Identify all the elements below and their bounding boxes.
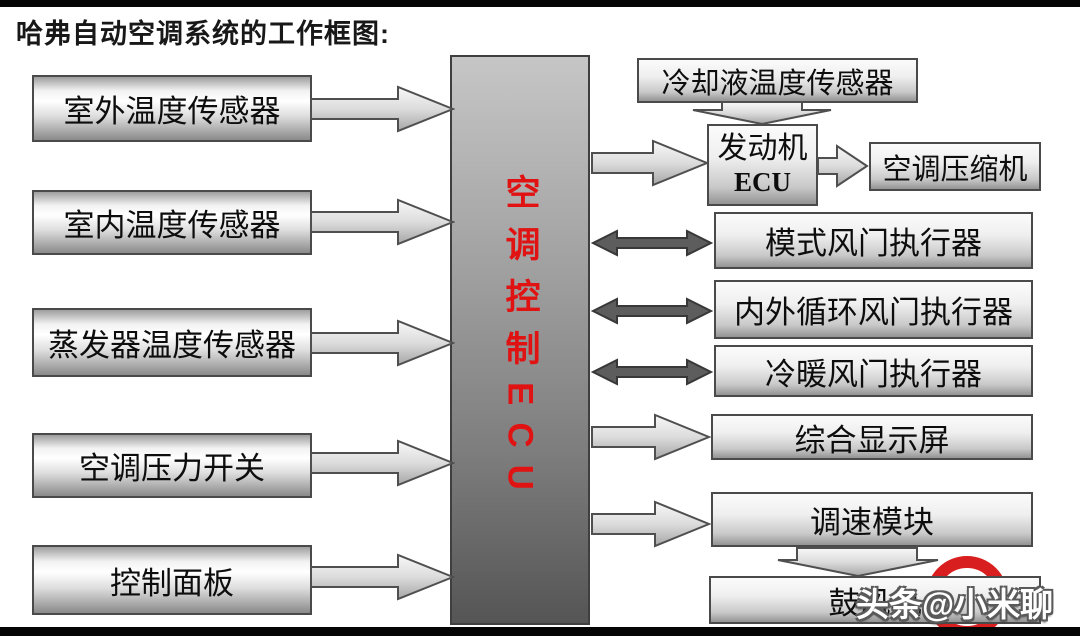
arrow-right-icon bbox=[310, 85, 455, 133]
coolant-temp-sensor-label: 冷却液温度传感器 bbox=[661, 67, 894, 100]
arrow-double-icon bbox=[591, 358, 713, 386]
arrow-double-icon bbox=[591, 297, 713, 325]
input-label: 蒸发器温度传感器 bbox=[48, 328, 296, 363]
actuator-label: 模式风门执行器 bbox=[765, 226, 982, 261]
output-label: 鼓风机 bbox=[828, 585, 922, 621]
input-box-evaporator-temp-sensor: 蒸发器温度传感器 bbox=[32, 308, 312, 377]
temp-blend-damper-actuator-box: 冷暖风门执行器 bbox=[714, 345, 1033, 397]
arrow-right-icon bbox=[310, 553, 455, 601]
engine-ecu-label-line2: ECU bbox=[733, 167, 791, 197]
arrow-right-icon bbox=[310, 198, 455, 246]
blower-box: 鼓风机 bbox=[709, 576, 1041, 624]
arrow-down-icon bbox=[777, 547, 939, 577]
input-label: 室内温度传感器 bbox=[63, 208, 281, 243]
mode-damper-actuator-box: 模式风门执行器 bbox=[714, 212, 1033, 269]
arrow-right-icon bbox=[591, 500, 711, 548]
input-box-indoor-temp-sensor: 室内温度传感器 bbox=[32, 190, 312, 255]
actuator-label: 冷暖风门执行器 bbox=[765, 356, 982, 392]
output-label: 调速模块 bbox=[810, 505, 934, 540]
engine-ecu-box: 发动机 ECU bbox=[707, 124, 818, 206]
arrow-right-icon bbox=[591, 413, 711, 461]
arrow-right-icon bbox=[591, 139, 709, 187]
input-box-control-panel: 控制面板 bbox=[32, 545, 312, 615]
arrow-right-icon bbox=[310, 439, 455, 487]
ac-compressor-label: 空调压缩机 bbox=[882, 153, 1028, 186]
ac-control-ecu-label: 空调控制ECU bbox=[500, 173, 540, 507]
diagram-title: 哈弗自动空调系统的工作框图: bbox=[16, 19, 390, 49]
engine-ecu-label-line1: 发动机 bbox=[717, 132, 808, 165]
ac-compressor-box: 空调压缩机 bbox=[869, 142, 1041, 191]
integrated-display-box: 综合显示屏 bbox=[711, 414, 1033, 460]
arrow-double-icon bbox=[591, 229, 713, 257]
input-label: 控制面板 bbox=[110, 565, 234, 601]
arrow-right-icon bbox=[817, 144, 869, 188]
top-letterbox-bar bbox=[0, 0, 1080, 7]
coolant-temp-sensor-box: 冷却液温度传感器 bbox=[637, 58, 918, 103]
output-label: 综合显示屏 bbox=[794, 422, 950, 458]
arrow-right-icon bbox=[310, 319, 455, 367]
ac-control-ecu-box: 空调控制ECU bbox=[450, 55, 590, 625]
bottom-letterbox-bar bbox=[0, 627, 1080, 636]
input-label: 室外温度传感器 bbox=[63, 94, 281, 129]
recirculation-damper-actuator-box: 内外循环风门执行器 bbox=[714, 280, 1033, 339]
input-box-ac-pressure-switch: 空调压力开关 bbox=[32, 433, 312, 498]
watermark-text: 头条@小米聊车 bbox=[856, 586, 1054, 636]
input-label: 空调压力开关 bbox=[79, 451, 265, 486]
actuator-label: 内外循环风门执行器 bbox=[734, 295, 1013, 330]
speed-control-module-box: 调速模块 bbox=[711, 492, 1033, 547]
arrow-down-icon bbox=[692, 101, 832, 125]
input-box-outdoor-temp-sensor: 室外温度传感器 bbox=[32, 75, 312, 142]
